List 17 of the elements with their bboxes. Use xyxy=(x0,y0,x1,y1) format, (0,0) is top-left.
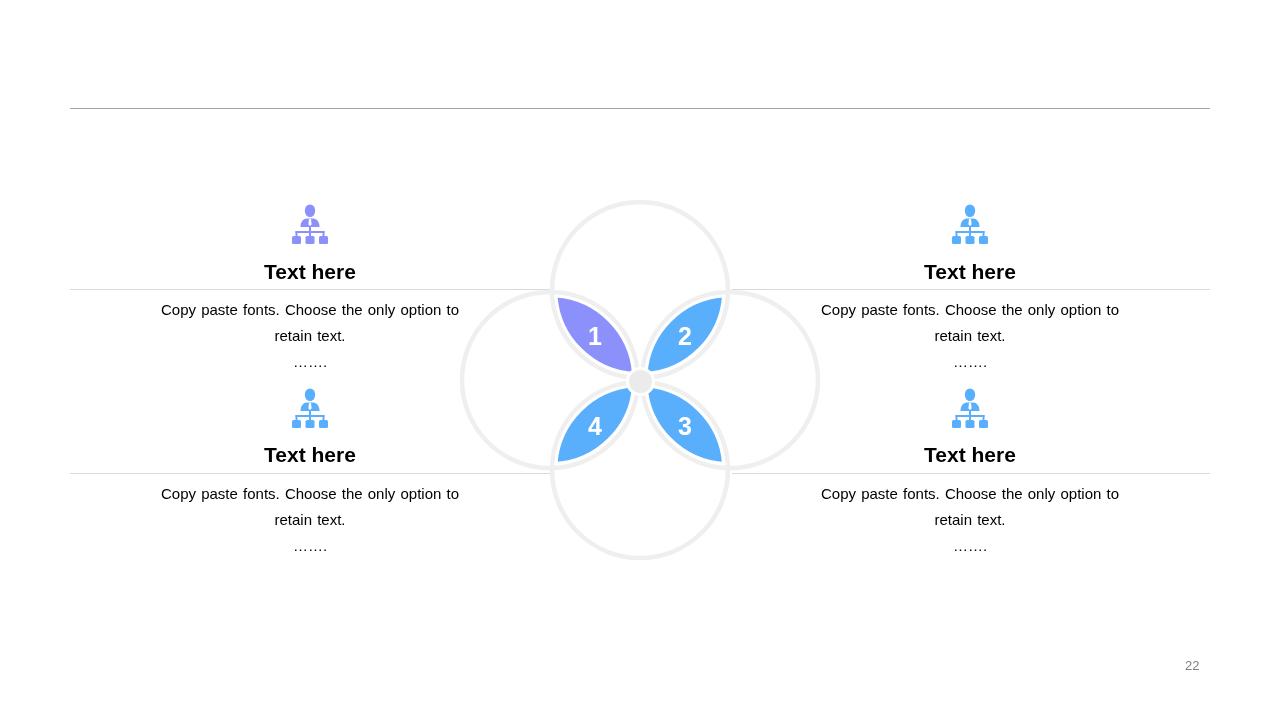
ellipsis-text: ……. xyxy=(953,353,988,370)
section-heading: Text here xyxy=(264,260,356,284)
ellipsis-text: ……. xyxy=(293,353,328,370)
body-text: Copy paste fonts. Choose the only option to retain text. xyxy=(820,300,1120,346)
body-text: Copy paste fonts. Choose the only option to retain text. xyxy=(160,300,460,346)
ellipsis-text: ……. xyxy=(293,537,328,554)
section-heading: Text here xyxy=(264,443,356,467)
body-text: Copy paste fonts. Choose the only option to retain text. xyxy=(160,484,460,530)
petal-number: 1 xyxy=(588,324,602,350)
body-text: Copy paste fonts. Choose the only option to retain text. xyxy=(820,484,1120,530)
section-heading: Text here xyxy=(924,260,1016,284)
page-number: 22 xyxy=(1185,658,1200,673)
petal-number: 4 xyxy=(588,414,602,440)
section-heading: Text here xyxy=(924,443,1016,467)
petal-number: 2 xyxy=(678,324,692,350)
ellipsis-text: ……. xyxy=(953,537,988,554)
petal-number: 3 xyxy=(678,414,692,440)
